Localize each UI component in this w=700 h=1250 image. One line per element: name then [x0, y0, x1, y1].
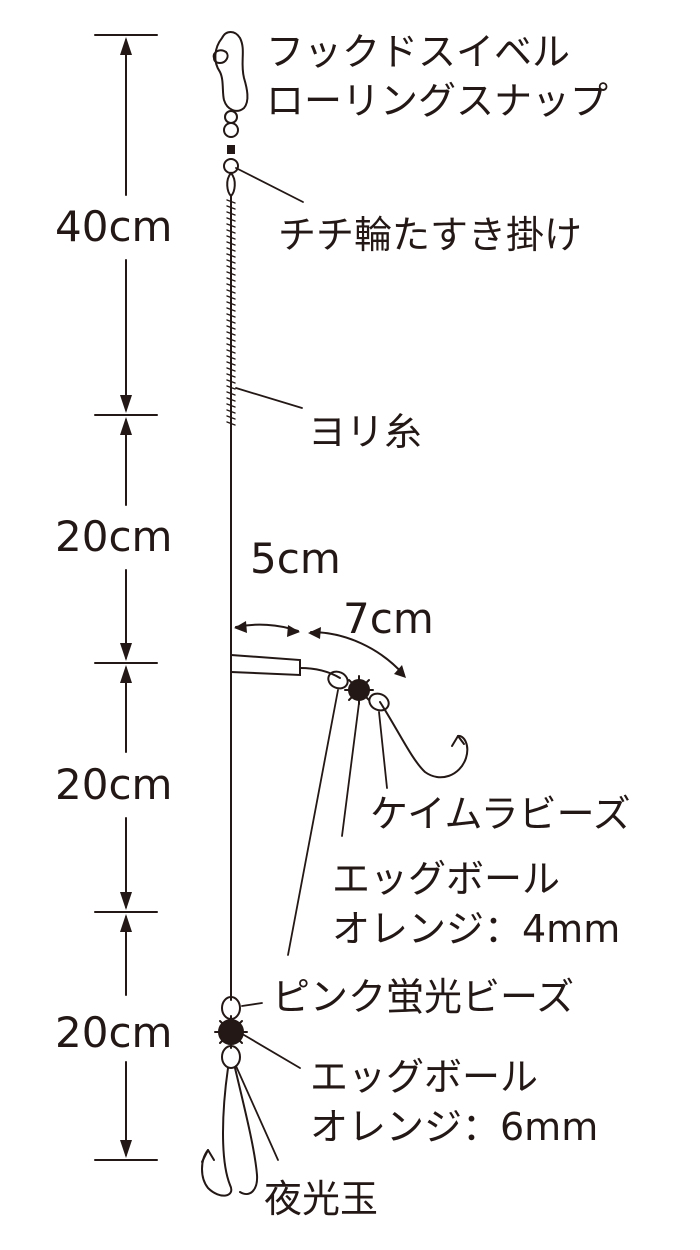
- luminous-bead: [221, 1045, 241, 1069]
- keimura-bead-right: [368, 692, 390, 712]
- dim-label-7cm: 7cm: [343, 594, 434, 643]
- label-pink-beads: ピンク蛍光ビーズ: [272, 975, 575, 1019]
- keimura-bead-left: [327, 670, 349, 690]
- dimension-arrowheads: [120, 37, 132, 1158]
- callout-lines: [235, 167, 388, 1161]
- chichi-wa-loop: [226, 171, 236, 198]
- branch-line: [230, 654, 469, 779]
- label-keimura-beads: ケイムラビーズ: [370, 792, 631, 836]
- dim-label-40cm: 40cm: [55, 202, 173, 251]
- dim-label-20cm-a: 20cm: [55, 512, 173, 561]
- rolling-snap-swivel: [212, 31, 249, 174]
- label-egg-ball-large-spec: オレンジ：6mm: [310, 1105, 599, 1149]
- egg-ball-4mm: [344, 675, 374, 705]
- label-rolling-snap: ローリングスナップ: [266, 79, 609, 123]
- hook-bottom: [201, 1067, 259, 1197]
- label-egg-ball-small-spec: オレンジ：4mm: [332, 907, 621, 951]
- label-chichi-wa: チチ輪たすき掛け: [278, 213, 583, 257]
- label-egg-ball-large-name: エッグボール: [310, 1055, 539, 1099]
- label-egg-ball-small-name: エッグボール: [332, 857, 561, 901]
- dim-label-20cm-b: 20cm: [55, 760, 173, 809]
- label-hooked-swivel: フックドスイベル: [266, 30, 571, 74]
- label-luminous-bead: 夜光玉: [264, 1177, 379, 1221]
- dim-label-5cm: 5cm: [250, 534, 341, 583]
- label-twisted-line: ヨリ糸: [308, 410, 423, 454]
- egg-ball-6mm: [214, 1015, 248, 1049]
- dim-label-20cm-c: 20cm: [55, 1008, 173, 1057]
